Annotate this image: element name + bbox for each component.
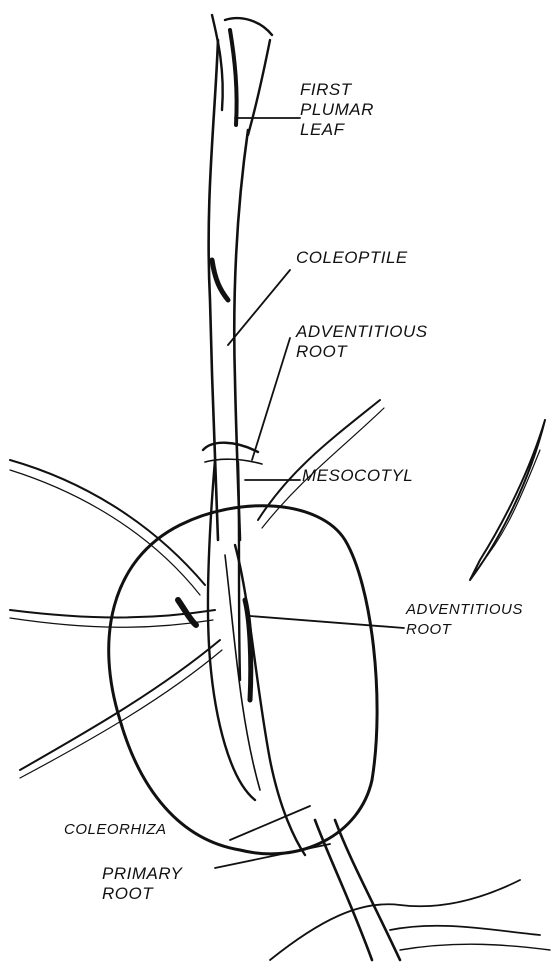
label-plumar: Plumar bbox=[300, 100, 374, 120]
label-mesocotyl: Mesocotyl bbox=[302, 466, 413, 486]
label-coleoptile: Coleoptile bbox=[296, 248, 408, 268]
leader-adventitious-upper bbox=[252, 338, 290, 460]
label-adventitious-lower: Adventitious bbox=[406, 600, 523, 620]
label-coleorhiza: Coleorhiza bbox=[64, 820, 167, 840]
node-swelling bbox=[203, 443, 258, 452]
label-adventitious-root-upper: Adventitious Root bbox=[296, 322, 428, 362]
bottom-root-3 bbox=[400, 944, 550, 950]
label-root: Root bbox=[296, 342, 428, 362]
label-first: First bbox=[300, 80, 374, 100]
right-root-upper bbox=[258, 400, 380, 520]
leader-adventitious-lower bbox=[250, 616, 404, 628]
left-root-upper-2 bbox=[10, 470, 200, 595]
label-first-plumar-leaf: First Plumar Leaf bbox=[300, 80, 374, 140]
mesocotyl-right bbox=[238, 462, 240, 680]
label-adventitious: Adventitious bbox=[296, 322, 428, 342]
plumar-leaf-right bbox=[248, 40, 270, 135]
kernel-shade bbox=[245, 600, 251, 700]
fragment-right bbox=[470, 420, 545, 580]
coleoptile-left bbox=[209, 40, 218, 540]
label-root-primary: Root bbox=[102, 884, 182, 904]
label-primary: Primary bbox=[102, 864, 182, 884]
label-root-lower: Root bbox=[406, 620, 523, 640]
plumar-leaf-inner bbox=[230, 30, 237, 125]
kernel-fold-2 bbox=[225, 555, 260, 790]
leader-coleoptile bbox=[228, 270, 290, 345]
kernel-outline bbox=[109, 506, 377, 854]
kernel-inner-fold bbox=[235, 545, 305, 855]
left-root-lower bbox=[20, 640, 220, 770]
label-leaf: Leaf bbox=[300, 120, 374, 140]
label-adventitious-root-lower: Adventitious Root bbox=[406, 600, 523, 640]
left-root-lower-2 bbox=[20, 650, 222, 778]
coleoptile-shade bbox=[212, 260, 228, 300]
left-root-upper bbox=[10, 460, 205, 585]
leader-coleorhiza bbox=[230, 806, 310, 840]
label-primary-root: Primary Root bbox=[102, 864, 182, 904]
bottom-root-2 bbox=[390, 926, 540, 935]
